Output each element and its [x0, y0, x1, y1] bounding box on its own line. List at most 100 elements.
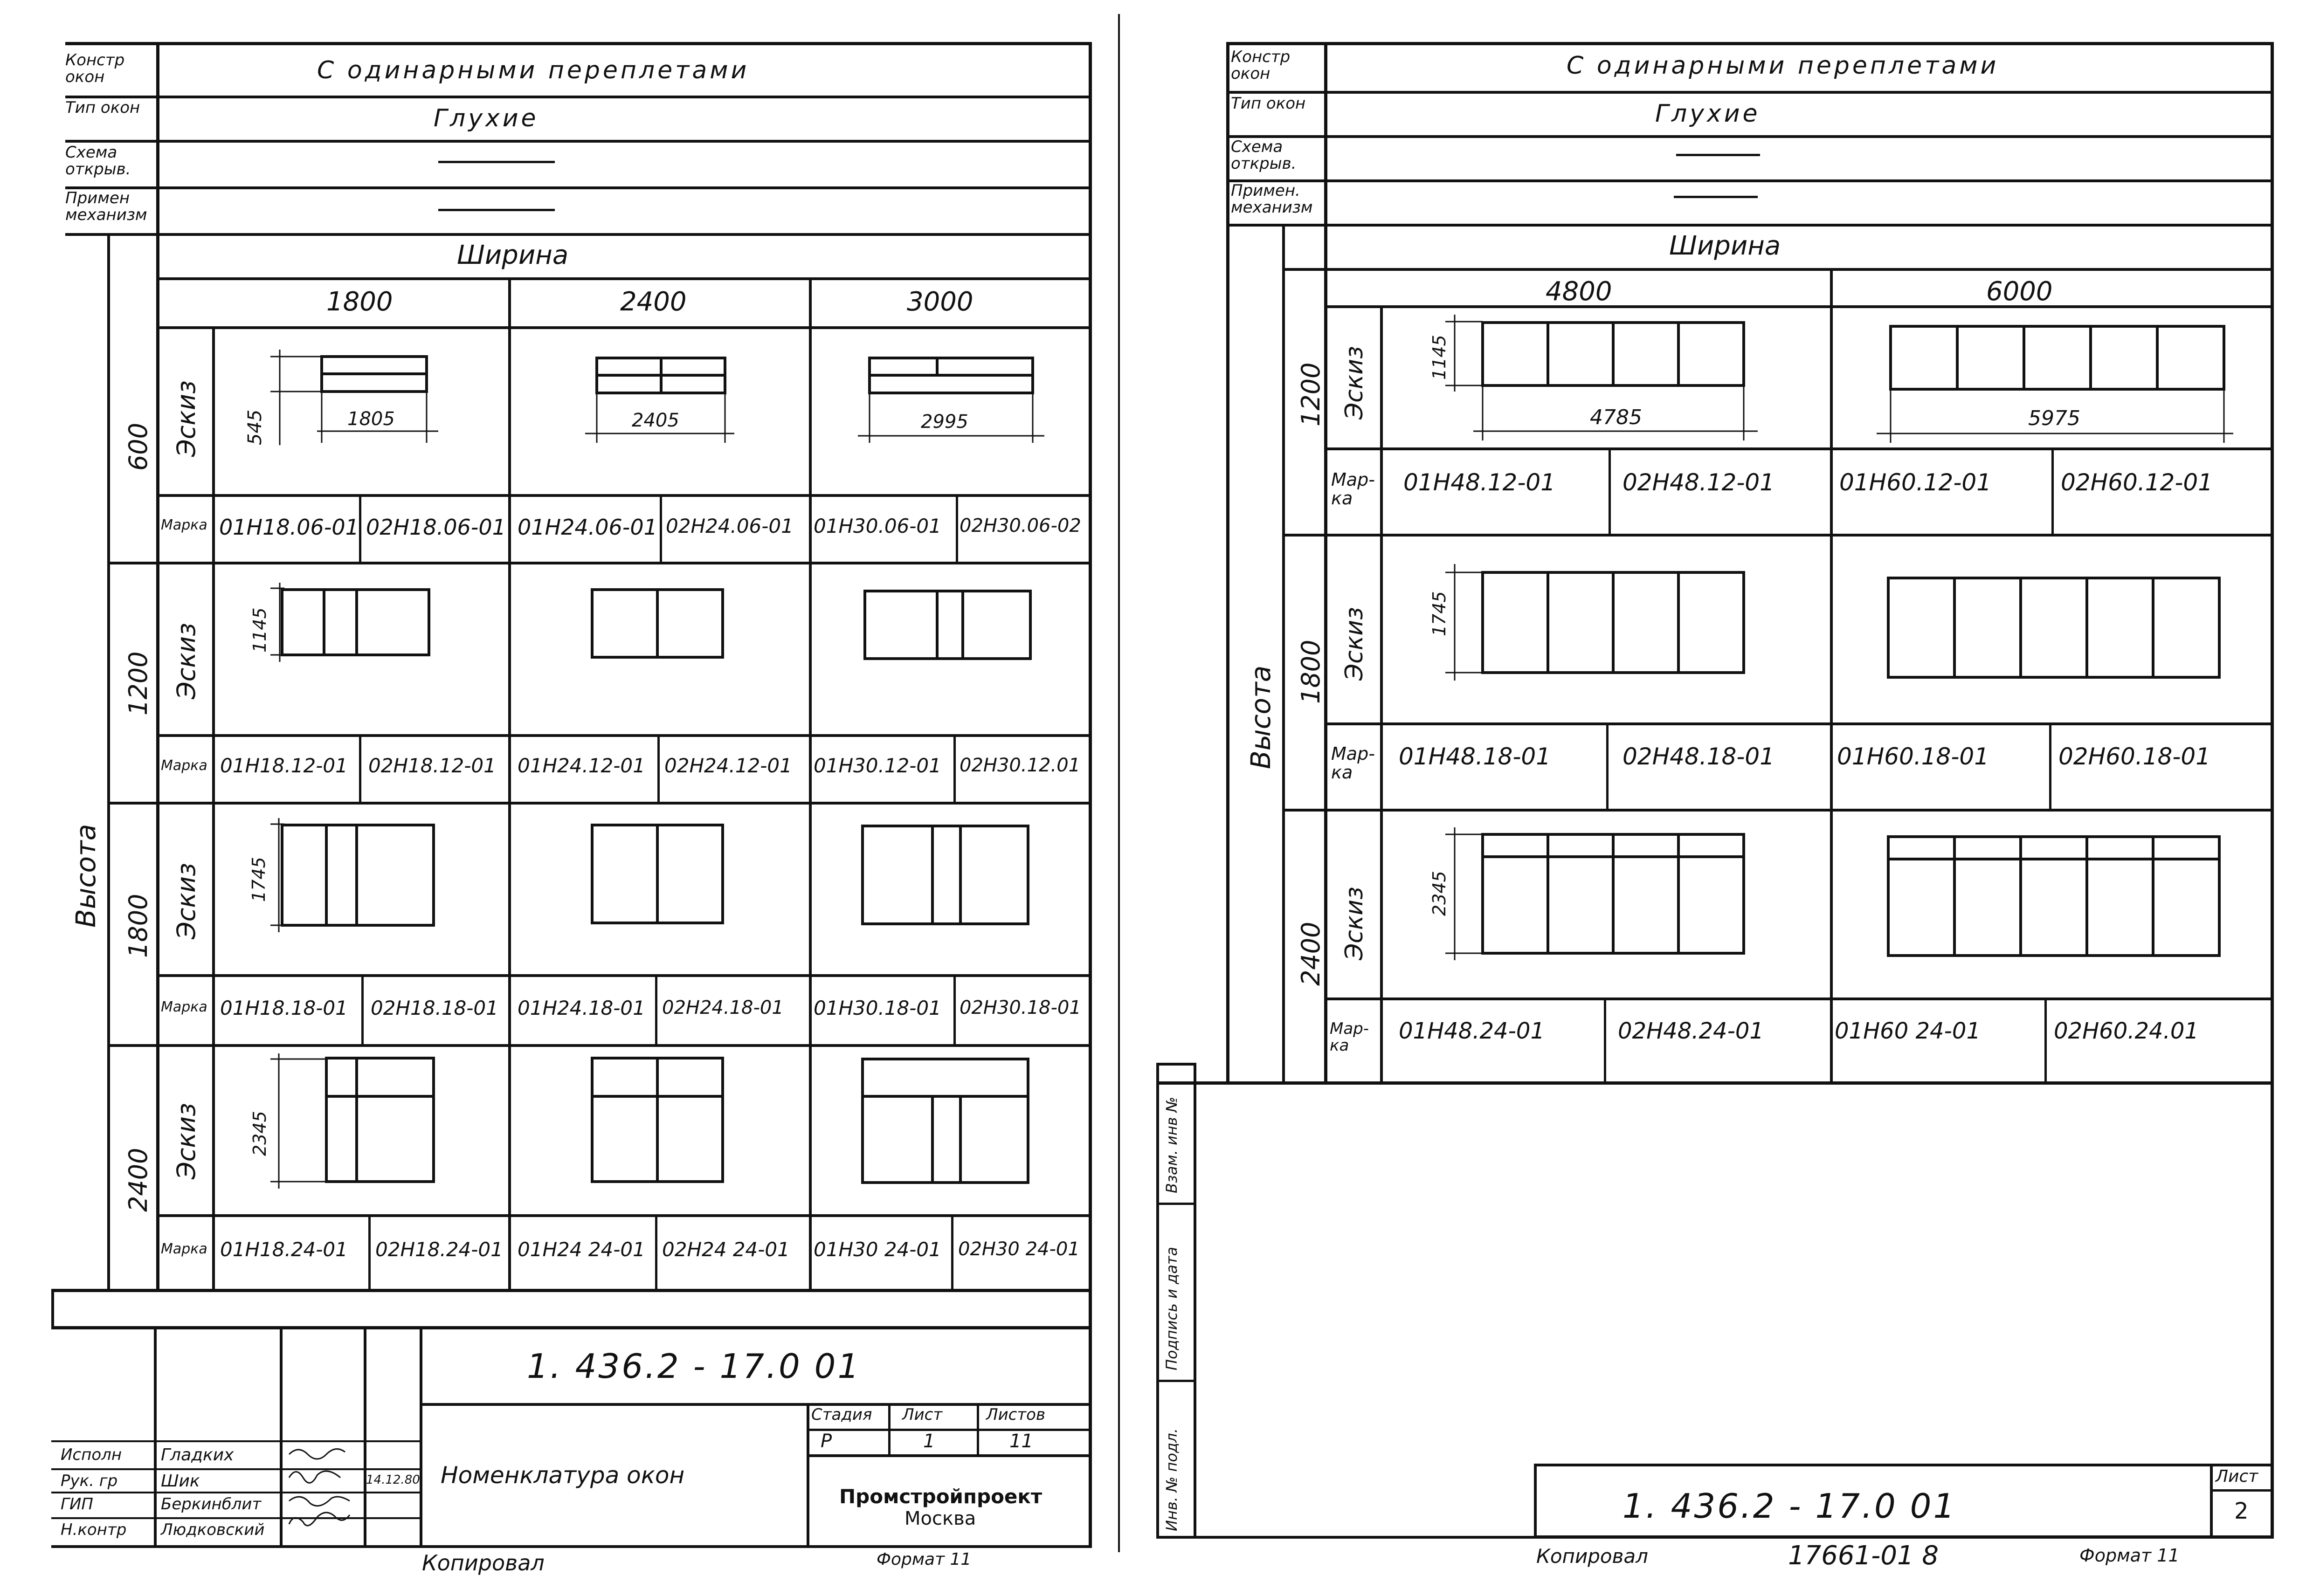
- doc-code: 1. 436.2 - 17.0 01: [1623, 1486, 1957, 1526]
- sketch-1800x2400: 2345: [249, 1053, 435, 1189]
- dim-width: 4785: [1590, 406, 1642, 429]
- label-mechanism: Примен механизм: [65, 189, 147, 224]
- mark-value: 01Н24 24-01: [518, 1238, 645, 1261]
- dim-height: 2345: [1429, 871, 1450, 916]
- mark-value: 02Н18.18-01: [371, 997, 498, 1019]
- dim-width: 5975: [2028, 406, 2080, 430]
- person-name: Шик: [161, 1472, 200, 1491]
- sketch-3000x600: 2995: [858, 357, 1044, 443]
- dim-height: 545: [244, 410, 266, 445]
- sketch-6000x1200: 5975: [1877, 325, 2233, 443]
- mark-value: 01Н24.12-01: [518, 754, 645, 777]
- mark-value: 02Н60.12-01: [2061, 469, 2213, 496]
- mark-value: 01Н30.18-01: [814, 997, 941, 1019]
- footer-copied: Копировал: [422, 1550, 545, 1575]
- mark-value: 02Н18.06-01: [366, 515, 506, 540]
- dim-height: 2345: [249, 1111, 270, 1156]
- sketch-1800x600: 545 1805: [244, 350, 438, 445]
- footer-order: 17661-01 8: [1788, 1541, 1939, 1571]
- dim-width: 2995: [921, 411, 968, 433]
- construction-value: С одинарными переплетами: [1567, 52, 1999, 80]
- mark-value: 02Н48.12-01: [1623, 469, 1775, 496]
- mark-value: 01Н48.24-01: [1399, 1018, 1545, 1044]
- role-label: Н.контр: [61, 1520, 127, 1539]
- stage-header: Стадия: [811, 1405, 872, 1424]
- label-type: Тип окон: [65, 98, 140, 117]
- mark-value: 01Н60 24-01: [1835, 1018, 1981, 1044]
- sketch-4800x1800: 1745: [1429, 564, 1745, 681]
- scheme-dash: [438, 161, 555, 163]
- sheet-header: Лист: [2216, 1467, 2258, 1486]
- mark-value: 02Н18.12-01: [368, 754, 496, 777]
- mark-label: Мар-ка: [1331, 469, 1375, 509]
- mark-value: 02Н30 24-01: [958, 1238, 1080, 1260]
- width-col-4800: 4800: [1546, 276, 1612, 307]
- mark-value: 01Н48.18-01: [1399, 743, 1551, 770]
- dim-height: 1745: [1429, 591, 1450, 636]
- sketch-4800x1200: 1145 4785: [1429, 315, 1758, 440]
- mark-value: 01Н18.24-01: [220, 1238, 348, 1261]
- org-city: Москва: [904, 1508, 976, 1529]
- sketch-3000x1200: [863, 590, 1032, 660]
- sheets-header: Листов: [986, 1405, 1046, 1424]
- sketch-1800x1800: 1745: [249, 818, 435, 932]
- drawing-name: Номенклатура окон: [441, 1462, 685, 1489]
- side-stamp: Подпись и дата: [1163, 1246, 1181, 1370]
- sketch-3000x1800: [861, 825, 1029, 925]
- footer-copied: Копировал: [1536, 1545, 1648, 1568]
- mark-value: 01Н24.06-01: [518, 515, 657, 540]
- width-col-6000: 6000: [1986, 276, 2053, 307]
- dim-height: 1145: [1429, 335, 1450, 380]
- mark-value: 01Н30.06-01: [814, 515, 941, 537]
- mark-label: Мар-ка: [1330, 1019, 1369, 1055]
- sketch-1800x1200: 1145: [249, 583, 430, 662]
- mark-value: 02Н24.12-01: [664, 754, 792, 777]
- dim-height: 1145: [249, 607, 270, 653]
- label-construction: Констр окон: [1231, 48, 1291, 83]
- dim-width: 1805: [347, 408, 395, 430]
- mark-value: 02Н18.24-01: [375, 1238, 503, 1261]
- dim-height: 1745: [249, 857, 269, 902]
- label-type: Тип окон: [1231, 94, 1306, 113]
- label-mechanism: Примен. механизм: [1231, 181, 1313, 217]
- mark-label: Марка: [161, 999, 207, 1015]
- role-label: Рук. гр: [61, 1472, 118, 1490]
- sheet-value: 1: [923, 1431, 935, 1452]
- mark-value: 02Н60.18-01: [2058, 743, 2211, 770]
- sketch-6000x1800: [1887, 577, 2221, 679]
- stage-value: Р: [821, 1431, 832, 1452]
- mark-value: 01Н60.18-01: [1837, 743, 1989, 770]
- footer-format: Формат 11: [2079, 1545, 2180, 1566]
- sheet-divider: [1118, 14, 1120, 1552]
- mark-value: 01Н30.12-01: [814, 754, 941, 777]
- type-value: Глухие: [1655, 100, 1761, 128]
- mark-value: 02Н48.24-01: [1618, 1018, 1764, 1044]
- mark-value: 01Н30 24-01: [814, 1238, 941, 1261]
- sheet-value: 2: [2234, 1498, 2249, 1524]
- mark-value: 02Н30.12.01: [960, 755, 1081, 776]
- width-col-2400: 2400: [620, 287, 687, 317]
- sketches-sheet-2: 1145 4785 5975 1745: [1429, 315, 2233, 960]
- width-header: Ширина: [1669, 231, 1781, 261]
- sketch-2400x1800: [591, 824, 724, 924]
- width-header: Ширина: [457, 240, 569, 270]
- doc-code: 1. 436.2 - 17.0 01: [527, 1347, 861, 1386]
- mark-value: 02Н30.06-02: [960, 515, 1081, 537]
- person-name: Гладких: [161, 1445, 234, 1465]
- person-name: Людковский: [161, 1520, 265, 1539]
- mechanism-dash: [1674, 196, 1758, 198]
- mark-label: Мар-ка: [1331, 743, 1375, 783]
- mark-value: 02Н24 24-01: [662, 1238, 790, 1261]
- signatures: [288, 1448, 351, 1527]
- mark-value: 02Н30.18-01: [960, 997, 1081, 1018]
- sketch-6000x2400: [1887, 835, 2221, 957]
- scheme-dash: [1676, 154, 1760, 156]
- width-col-1800: 1800: [326, 287, 393, 317]
- type-value: Глухие: [434, 104, 539, 132]
- label-scheme: Схема открыв.: [1231, 138, 1297, 173]
- sketch-2400x2400: [591, 1057, 724, 1183]
- role-label: Исполн: [61, 1445, 122, 1464]
- mark-value: 02Н24.18-01: [662, 997, 784, 1018]
- mark-value: 01Н18.12-01: [220, 754, 348, 777]
- sketch-2400x600: 2405: [585, 357, 734, 443]
